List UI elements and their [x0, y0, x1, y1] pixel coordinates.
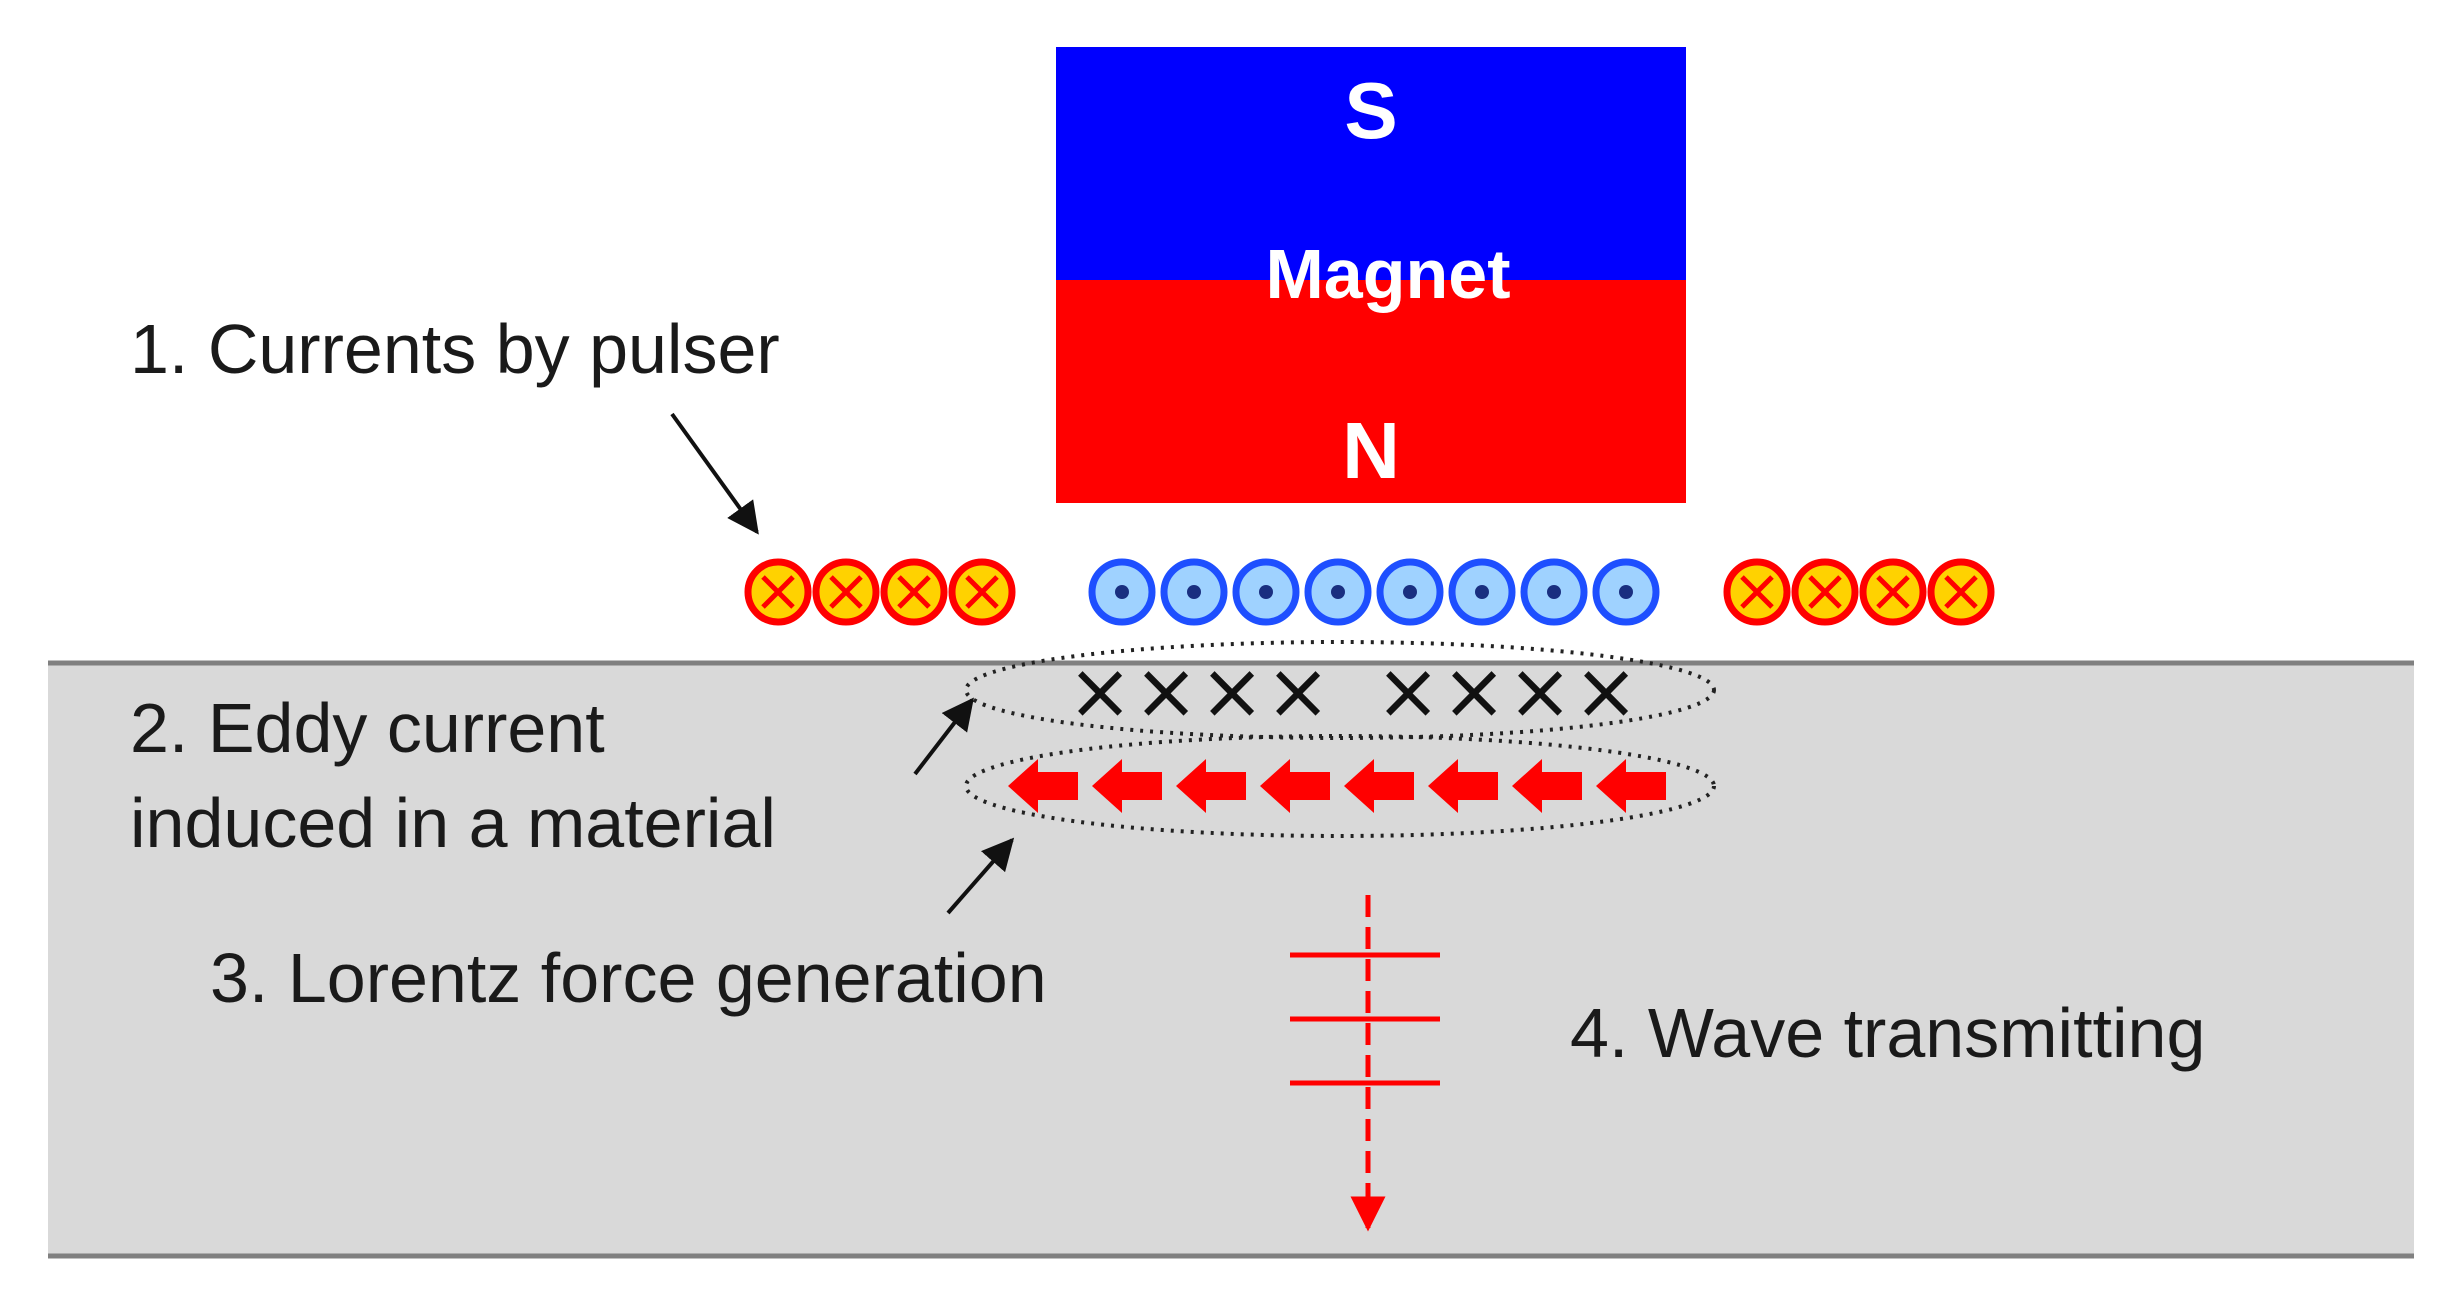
eddy-cross-mark: × [1375, 647, 1440, 737]
conductor-into-page [880, 558, 948, 626]
lorentz-force-arrow [1008, 759, 1078, 813]
magnet-name-label: Magnet [1266, 235, 1511, 313]
eddy-cross-mark: × [1573, 647, 1638, 737]
lorentz-force-arrow [1176, 759, 1246, 813]
lorentz-force-arrow [1092, 759, 1162, 813]
label-step3-lorentz-force: 3. Lorentz force generation [210, 939, 1047, 1017]
conductor-out-of-page [1592, 558, 1660, 626]
lorentz-force-arrow [1428, 759, 1498, 813]
coil-left-into-page [744, 558, 1016, 626]
conductor-out-of-page [1304, 558, 1372, 626]
eddy-cross-mark: × [1441, 647, 1506, 737]
lorentz-force-arrow [1512, 759, 1582, 813]
magnet-north-pole [1056, 280, 1686, 503]
eddy-cross-mark: × [1199, 647, 1264, 737]
magnet: S Magnet N [1056, 47, 1686, 503]
lorentz-force-arrow [1596, 759, 1666, 813]
lorentz-force-arrow [1344, 759, 1414, 813]
conductor-into-page [744, 558, 812, 626]
eddy-cross-mark: × [1133, 647, 1198, 737]
conductor-into-page [948, 558, 1016, 626]
lorentz-force-ellipse [964, 734, 1716, 838]
label-step2-line2: induced in a material [130, 784, 776, 862]
eddy-cross-mark: × [1507, 647, 1572, 737]
conductor-out-of-page [1448, 558, 1516, 626]
lorentz-force-arrows [1008, 759, 1666, 813]
eddy-cross-mark: × [1265, 647, 1330, 737]
conductor-out-of-page [1088, 558, 1156, 626]
conductor-out-of-page [1160, 558, 1228, 626]
magnet-north-label: N [1342, 406, 1400, 495]
pointer-arrow-step1 [670, 412, 759, 535]
wave-fronts [1290, 952, 1440, 1086]
magnet-south-pole [1056, 47, 1686, 280]
coil-right-into-page [1723, 558, 1995, 626]
conductor-into-page [1791, 558, 1859, 626]
magnet-south-label: S [1344, 66, 1397, 155]
conductor-into-page [1859, 558, 1927, 626]
pointer-arrow-step3 [946, 837, 1015, 915]
eddy-cross-mark: × [1067, 647, 1132, 737]
coil-center-out-of-page [1088, 558, 1660, 626]
label-step2-line1: 2. Eddy current [130, 689, 605, 767]
label-step4-wave-transmitting: 4. Wave transmitting [1570, 994, 2205, 1072]
conductor-out-of-page [1232, 558, 1300, 626]
material-fill [48, 663, 2414, 1256]
wave-propagation [1290, 895, 1440, 1232]
label-step1-currents-by-pulser: 1. Currents by pulser [130, 310, 780, 388]
conductor-out-of-page [1520, 558, 1588, 626]
pointer-arrow-step2 [913, 697, 974, 776]
conductor-into-page [1927, 558, 1995, 626]
eddy-current-crosses: ×××××××× [1067, 647, 1638, 737]
conductor-out-of-page [1376, 558, 1444, 626]
conductor-into-page [1723, 558, 1791, 626]
lorentz-force-arrow [1260, 759, 1330, 813]
material-block [48, 660, 2414, 1259]
conductor-into-page [812, 558, 880, 626]
